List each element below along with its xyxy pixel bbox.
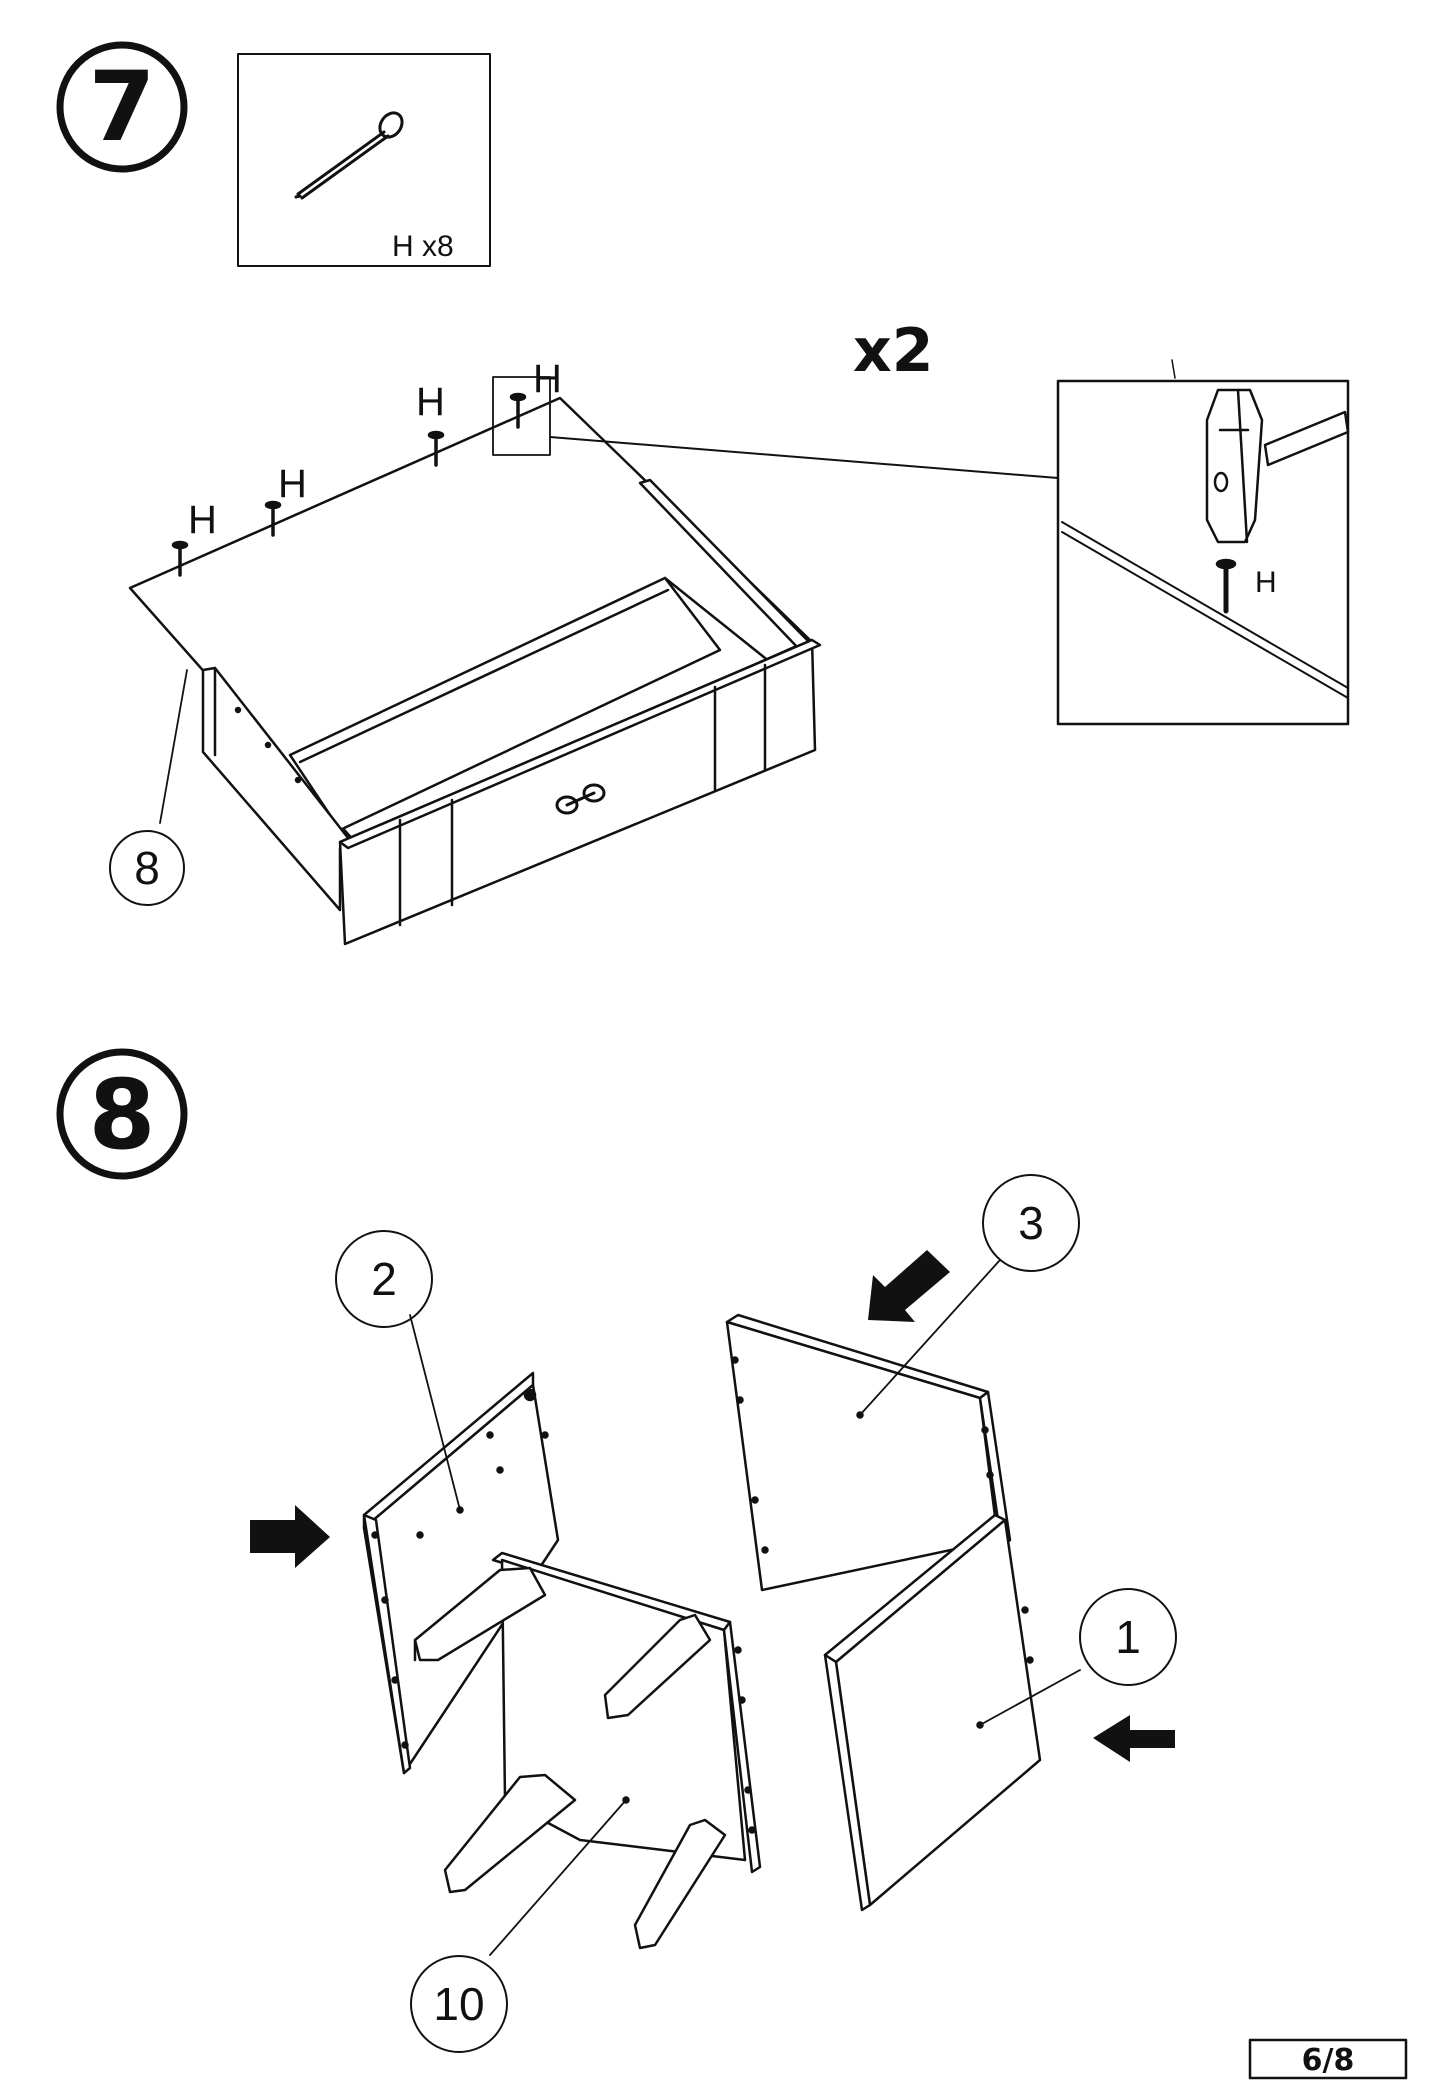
arrow-left-icon [1093, 1715, 1175, 1762]
side-panel-1 [823, 1513, 1042, 1912]
nail-label-h-2: H [278, 462, 307, 506]
svg-text:10: 10 [433, 1978, 484, 2030]
step-7-badge: 7 [56, 41, 188, 173]
svg-text:8: 8 [89, 1059, 156, 1171]
arrow-down-left-icon [868, 1250, 950, 1322]
svg-text:7: 7 [89, 51, 156, 163]
svg-text:3: 3 [1018, 1197, 1044, 1249]
detail-zoom-box [492, 376, 551, 456]
callout-3: 3 [859, 1174, 1080, 1416]
leg-front-left [413, 1566, 547, 1662]
hammer-icon [1205, 388, 1350, 544]
exploded-view: 2 3 1 10 [250, 1174, 1177, 2053]
svg-text:1: 1 [1115, 1611, 1141, 1663]
callout-2: 2 [335, 1230, 461, 1511]
leg-back-right [633, 1818, 727, 1950]
callout-10: 10 [410, 1799, 627, 2053]
nail-label-h-1: H [188, 498, 217, 542]
drawer-drawing [128, 376, 1059, 946]
callout-1: 1 [979, 1588, 1177, 1726]
svg-text:6/8: 6/8 [1302, 2043, 1355, 2078]
back-panel-3 [725, 1313, 1012, 1592]
drawer-handle [555, 783, 606, 815]
detail-nail-icon [1215, 558, 1237, 614]
step-8-badge: 8 [56, 1048, 188, 1180]
leg-front-right [603, 1613, 712, 1720]
nail-marks [171, 392, 527, 577]
arrow-right-icon [250, 1505, 330, 1568]
nail-label-h-3: H [416, 380, 445, 424]
nail-icon [294, 111, 404, 200]
page-number: 6/8 [1248, 2038, 1408, 2080]
parts-box-label: H x8 [392, 230, 454, 263]
leg-back-left [443, 1773, 577, 1894]
svg-text:2: 2 [371, 1253, 397, 1305]
multiplier-x2: x2 [853, 316, 933, 386]
svg-text:8: 8 [134, 842, 160, 894]
base-frame-10 [413, 1551, 762, 1950]
parts-box: H x8 [237, 53, 491, 267]
nail-label-h-4: H [533, 357, 562, 401]
detail-nail-label: H [1255, 566, 1277, 599]
side-panel-2 [362, 1371, 560, 1775]
callout-8: 8 [109, 669, 188, 906]
detail-box: H [1056, 359, 1350, 726]
